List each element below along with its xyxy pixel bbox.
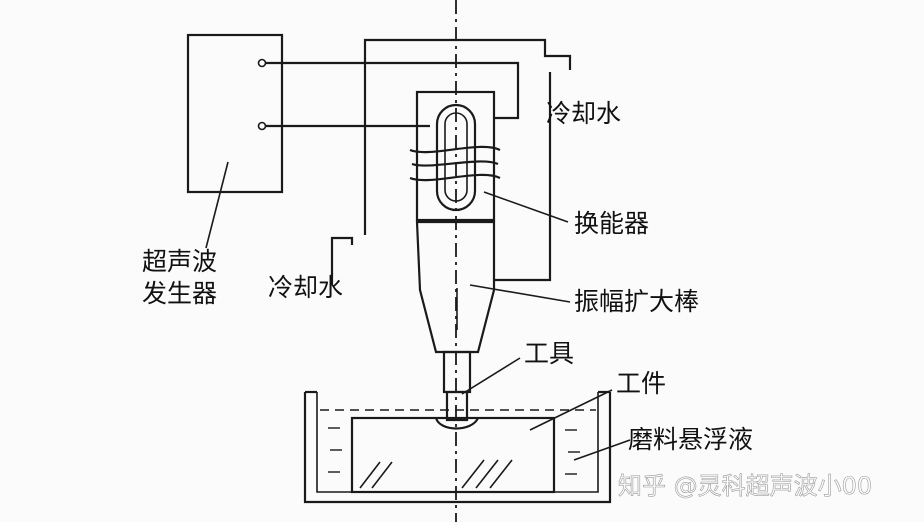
workpiece-body <box>350 416 556 494</box>
leader-workpiece <box>529 389 613 431</box>
leader-horn <box>469 284 571 303</box>
workpiece-hatching <box>359 459 513 489</box>
leader-transducer <box>483 191 569 223</box>
label-cooling-water-top: 冷却水 <box>546 99 621 128</box>
label-generator-line1: 超声波 <box>142 247 217 276</box>
cooling-pipe-outlet <box>494 72 552 282</box>
wire-top <box>266 61 520 120</box>
watermark: 知乎 @灵科超声波小00 <box>618 472 872 500</box>
tank-outer <box>303 392 612 504</box>
generator-terminal-bottom <box>257 121 267 131</box>
slurry-dashes <box>328 427 580 475</box>
leader-tool <box>461 357 521 395</box>
label-tool: 工具 <box>524 339 574 368</box>
leader-slurry <box>573 439 631 461</box>
label-generator-line2: 发生器 <box>142 279 217 308</box>
horn-body <box>415 220 496 354</box>
label-horn: 振幅扩大棒 <box>574 287 699 316</box>
leader-generator <box>205 161 229 249</box>
tool-tip <box>445 390 469 422</box>
generator-box <box>186 33 284 194</box>
label-transducer: 换能器 <box>574 209 649 238</box>
cooling-pipe-inlet <box>330 236 354 284</box>
label-slurry: 磨料悬浮液 <box>628 425 753 454</box>
label-cooling-water-left: 冷却水 <box>268 273 343 302</box>
coil-winding <box>409 145 501 182</box>
cooling-pipe-left <box>363 38 572 235</box>
tank-inner <box>316 392 599 493</box>
label-workpiece: 工件 <box>616 369 666 398</box>
tool-body <box>442 350 472 394</box>
generator-terminal-top <box>257 58 267 68</box>
machining-cavity <box>434 417 480 430</box>
